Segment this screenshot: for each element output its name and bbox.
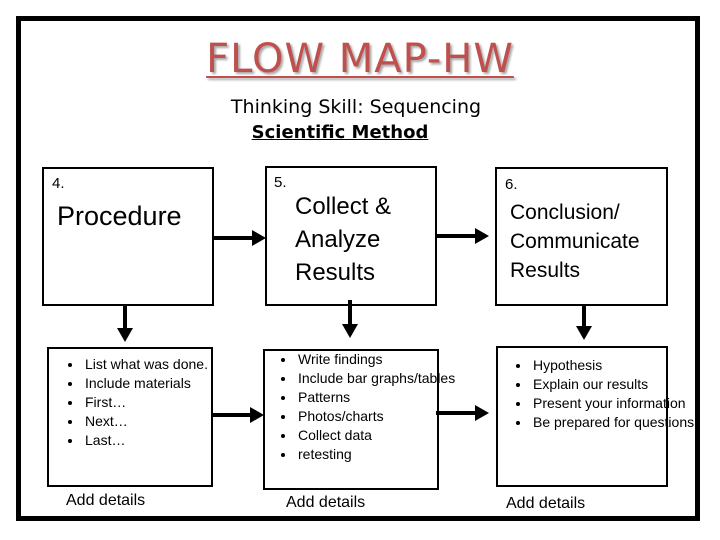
list-item: Include materials — [83, 374, 243, 393]
arrowhead — [252, 230, 266, 246]
list-item: First… — [83, 393, 243, 412]
step-number: 5. — [274, 174, 287, 191]
list-item: Include bar graphs/tables — [296, 369, 461, 388]
step-box-procedure — [42, 167, 214, 306]
arrowhead — [250, 407, 264, 423]
list-item: Next… — [83, 412, 243, 431]
add-details-label: Add details — [66, 492, 146, 509]
list-item: Hypothesis — [531, 356, 701, 375]
list-item: Collect data — [296, 426, 461, 445]
step-label: Procedure — [57, 201, 182, 231]
details-box-procedure — [47, 347, 213, 487]
list-item: Explain our results — [531, 375, 701, 394]
details-box-collect — [263, 349, 439, 490]
arrowhead — [475, 228, 489, 244]
step-label: Conclusion/ Communicate Results — [510, 201, 640, 282]
topic-heading: Scientific Method — [251, 122, 429, 143]
step-number: 4. — [52, 175, 65, 192]
list-item: Present your information — [531, 394, 701, 413]
list-item: Last… — [83, 431, 243, 450]
step-box-collect — [265, 166, 437, 306]
subtitle: Thinking Skill: Sequencing — [230, 96, 482, 118]
page-title: FLOW MAP-HW — [206, 36, 514, 82]
step-label: Collect & Analyze Results — [295, 193, 392, 286]
list-item: Be prepared for questions — [531, 413, 701, 432]
arrowhead — [342, 324, 358, 338]
arrowhead — [475, 405, 489, 421]
list-item: Patterns — [296, 388, 461, 407]
details-list: Write findings Include bar graphs/tables… — [262, 350, 461, 464]
list-item: retesting — [296, 445, 461, 464]
step-box-conclusion — [495, 167, 668, 306]
details-list: List what was done. Include materials Fi… — [49, 355, 243, 450]
arrowhead — [117, 328, 133, 342]
step-number: 6. — [505, 176, 518, 193]
details-list: Hypothesis Explain our results Present y… — [497, 356, 701, 432]
list-item: Photos/charts — [296, 407, 461, 426]
details-box-conclusion — [496, 346, 668, 487]
arrowhead — [576, 326, 592, 340]
add-details-label: Add details — [506, 495, 586, 512]
slide-frame — [16, 16, 700, 521]
list-item: Write findings — [296, 350, 461, 369]
list-item: List what was done. — [83, 355, 243, 374]
add-details-label: Add details — [286, 494, 366, 511]
